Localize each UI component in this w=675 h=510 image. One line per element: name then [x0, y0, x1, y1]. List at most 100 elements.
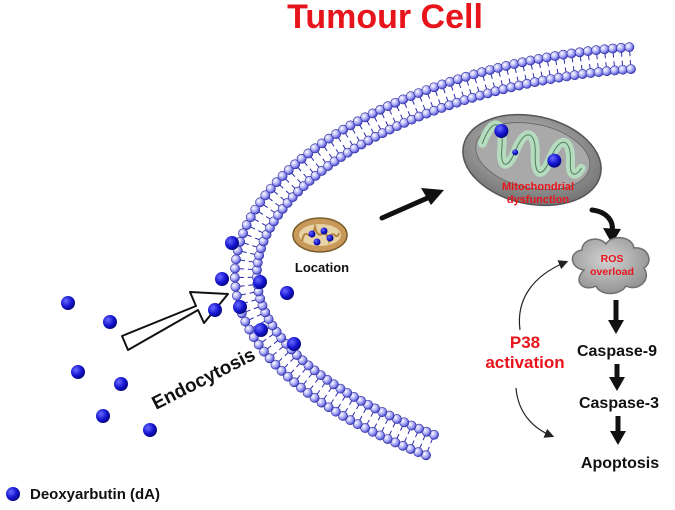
lipid-head — [289, 377, 300, 388]
diagram-title: Tumour Cell — [287, 0, 483, 36]
lipid-head — [345, 415, 356, 426]
lipid-head — [626, 64, 636, 75]
lipid-head — [271, 177, 282, 188]
lipid-head — [541, 52, 552, 63]
lipid-head — [323, 402, 334, 413]
deoxyarbutin-dot — [225, 236, 239, 250]
deoxyarbutin-dot — [208, 303, 222, 317]
lipid-head — [231, 290, 242, 301]
lipid-head — [317, 138, 327, 149]
lipid-head — [296, 382, 306, 393]
deoxyarbutin-dot — [61, 296, 75, 310]
lipid-head — [616, 42, 626, 53]
lipid-head — [296, 153, 307, 164]
small-mitochondrion-icon — [292, 217, 348, 253]
lipid-head — [509, 59, 520, 69]
lipid-head — [231, 254, 241, 265]
lipid-head — [255, 197, 266, 208]
lipid-head — [244, 324, 255, 335]
lipid-head — [607, 43, 618, 54]
caspase3-label: Caspase-3 — [579, 395, 659, 412]
deoxyarbutin-dot — [253, 275, 267, 289]
endocytosis-label: Endocytosis — [149, 344, 259, 414]
lipid-head — [577, 69, 588, 79]
lipid-head — [561, 71, 572, 82]
lipid-head — [229, 272, 240, 283]
p38-loop-arrows — [515, 260, 569, 438]
deoxyarbutin-dot — [143, 423, 157, 437]
lipid-head — [533, 54, 544, 64]
lipid-head — [330, 406, 341, 417]
lipid-head — [309, 392, 320, 403]
lipid-head — [238, 228, 249, 239]
deoxyarbutin-dot — [287, 337, 301, 351]
lipid-head — [599, 44, 610, 55]
lipid-head — [270, 359, 281, 370]
lipid-head — [260, 190, 271, 201]
lipid-head — [290, 159, 301, 170]
lipid-head — [245, 212, 256, 223]
deoxyarbutin-particles — [61, 236, 301, 437]
lipid-head — [624, 42, 635, 53]
p38-activation-label-line1: P38 — [510, 333, 540, 352]
lipid-head — [545, 74, 556, 84]
lipid-head — [331, 129, 341, 139]
location-to-mitochondria-arrow — [379, 188, 444, 221]
deoxyarbutin-dot — [280, 286, 294, 300]
ros-cloud-icon — [571, 236, 650, 295]
lipid-head — [345, 120, 356, 131]
lipid-head — [276, 365, 287, 376]
apoptosis-label: Apoptosis — [581, 455, 659, 472]
legend-label: Deoxyarbutin (dA) — [30, 486, 160, 503]
lipid-head — [501, 61, 512, 71]
ros-to-caspase9-arrow — [608, 300, 624, 334]
lipid-head — [250, 204, 261, 215]
lipid-head — [316, 397, 327, 408]
lipid-head — [525, 55, 536, 66]
lipid-head — [529, 77, 540, 88]
deoxyarbutin-dot — [254, 323, 268, 337]
deoxyarbutin-dot — [114, 377, 128, 391]
lipid-head — [283, 165, 294, 175]
caspase3-to-apoptosis-arrow — [610, 416, 626, 445]
p38-activation-label-line2: activation — [485, 353, 564, 372]
lipid-head — [537, 75, 548, 86]
caspase9-label: Caspase-9 — [577, 343, 657, 360]
lipid-head — [310, 143, 320, 154]
deoxyarbutin-dot — [96, 409, 110, 423]
legend-dot-icon — [6, 487, 20, 501]
lipid-head — [574, 47, 585, 58]
cell-membrane-bilayer — [229, 42, 636, 461]
lipid-head — [550, 51, 560, 61]
lipid-head — [230, 263, 240, 274]
ros-overload-label-line1: ROS — [601, 253, 624, 265]
deoxyarbutin-dot — [233, 300, 247, 314]
lipid-head — [265, 183, 276, 194]
lipid-head — [324, 133, 334, 144]
lipid-head — [259, 346, 269, 357]
lipid-head — [338, 124, 349, 135]
lipid-head — [517, 57, 528, 68]
lipid-head — [553, 72, 564, 83]
lipid-head — [240, 316, 251, 327]
lipid-head — [522, 78, 532, 89]
lipid-head — [566, 48, 577, 59]
ros-overload-label-line2: overload — [590, 266, 634, 278]
large-mitochondrion-icon — [462, 113, 602, 207]
location-label: Location — [295, 260, 349, 275]
lipid-head — [264, 353, 275, 364]
lipid-head — [558, 49, 569, 60]
deoxyarbutin-dot — [215, 272, 229, 286]
lipid-head — [282, 371, 293, 382]
lipid-head — [241, 220, 252, 230]
mitochondria-to-ros-arrow — [589, 207, 621, 244]
endocytosis-arrow — [121, 291, 229, 351]
lipid-head — [591, 45, 602, 56]
lipid-head — [303, 148, 314, 159]
lipid-head — [277, 171, 288, 181]
mitochondrial-dysfunction-label-line1: Mitochondrial — [502, 181, 574, 193]
deoxyarbutin-dot — [103, 315, 117, 329]
lipid-head — [485, 65, 495, 75]
lipid-head — [493, 63, 503, 73]
